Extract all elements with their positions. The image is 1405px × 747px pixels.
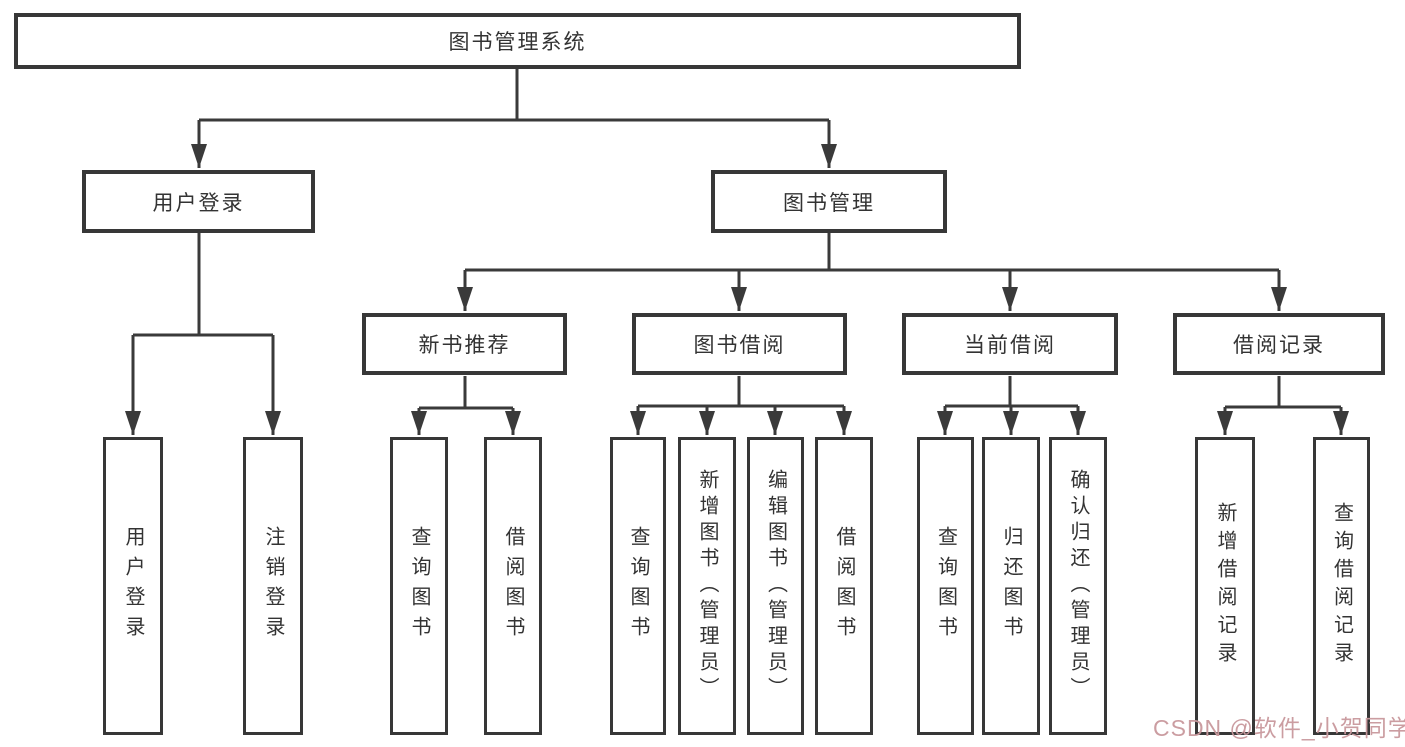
node-label: 用户登录: [152, 191, 245, 215]
leaf-label: 用户登录: [122, 526, 144, 646]
leaf-logout: 注销登录: [243, 437, 303, 735]
node-book-management: 图书管理: [711, 170, 947, 233]
leaf-return-books: 归还图书: [982, 437, 1040, 735]
node-label: 图书管理系统: [448, 31, 587, 54]
csdn-watermark: CSDN @软件_小贺同学: [1153, 715, 1405, 741]
leaf-add-borrow-record: 新增借阅记录: [1195, 437, 1255, 735]
node-label: 借阅记录: [1233, 334, 1325, 357]
node-current-borrowing: 当前借阅: [902, 313, 1118, 375]
leaf-label: 新增图书（管理员）: [696, 469, 718, 703]
leaf-label: 查询图书: [627, 526, 649, 646]
leaf-label: 借阅图书: [833, 526, 855, 646]
leaf-query-books-rec: 查询图书: [390, 437, 448, 735]
leaf-borrow-books-rec: 借阅图书: [484, 437, 542, 735]
leaf-confirm-return-admin: 确认归还（管理员）: [1049, 437, 1107, 735]
node-label: 图书借阅: [693, 334, 786, 357]
leaf-label: 注销登录: [262, 526, 284, 646]
node-label: 当前借阅: [964, 334, 1056, 357]
leaf-label: 确认归还（管理员）: [1067, 469, 1089, 703]
leaf-borrow-books: 借阅图书: [815, 437, 873, 735]
node-book-borrowing: 图书借阅: [632, 313, 847, 375]
leaf-label: 查询借阅记录: [1330, 502, 1353, 670]
leaf-label: 编辑图书（管理员）: [764, 469, 787, 703]
leaf-query-books-current: 查询图书: [917, 437, 974, 735]
node-label: 新书推荐: [418, 334, 511, 357]
node-borrowing-records: 借阅记录: [1173, 313, 1385, 375]
node-new-book-recommendation: 新书推荐: [362, 313, 567, 375]
leaf-query-books-borrow: 查询图书: [610, 437, 666, 735]
node-label: 图书管理: [783, 191, 875, 215]
leaf-label: 新增借阅记录: [1214, 502, 1236, 670]
leaf-label: 借阅图书: [502, 526, 524, 646]
leaf-label: 查询图书: [934, 526, 957, 646]
leaf-user-login: 用户登录: [103, 437, 163, 735]
node-library-management-system: 图书管理系统: [14, 13, 1021, 69]
node-user-login: 用户登录: [82, 170, 315, 233]
leaf-edit-books-admin: 编辑图书（管理员）: [747, 437, 804, 735]
leaf-label: 归还图书: [1000, 526, 1022, 646]
leaf-add-books-admin: 新增图书（管理员）: [678, 437, 736, 735]
leaf-query-borrow-record: 查询借阅记录: [1313, 437, 1370, 735]
leaf-label: 查询图书: [408, 526, 430, 646]
